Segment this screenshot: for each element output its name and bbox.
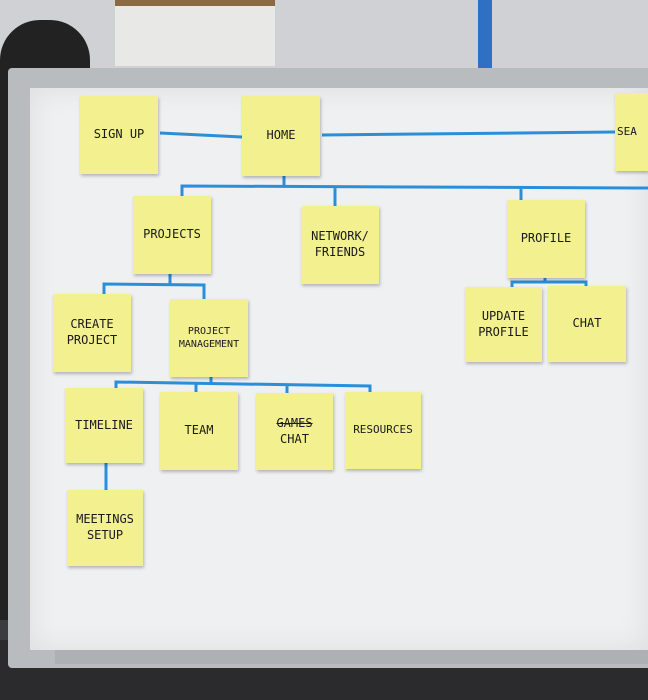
note-label: TEAM bbox=[184, 423, 214, 438]
note-sign-up: SIGN UP bbox=[80, 96, 158, 174]
note-label: MEETINGS SETUP bbox=[76, 512, 134, 542]
note-profile: PROFILE bbox=[507, 200, 585, 278]
note-label: CHAT bbox=[280, 431, 309, 446]
note-update-profile: UPDATE PROFILE bbox=[465, 287, 542, 362]
line-signup-home bbox=[159, 131, 243, 139]
line-home-branch bbox=[180, 176, 648, 206]
wall bbox=[0, 0, 648, 75]
marker-tray bbox=[55, 650, 648, 664]
note-timeline: TIMELINE bbox=[65, 388, 143, 463]
background-board bbox=[115, 0, 275, 66]
note-network-friends: NETWORK/ FRIENDS bbox=[301, 206, 379, 284]
line-pm-branch bbox=[114, 375, 372, 393]
blue-tape bbox=[478, 0, 492, 68]
note-meetings-setup: MEETINGS SETUP bbox=[67, 490, 143, 566]
note-search: SEA bbox=[615, 93, 648, 171]
note-label: HOME bbox=[266, 128, 296, 143]
note-label: PROJECTS bbox=[143, 227, 201, 242]
line-home-search bbox=[321, 130, 616, 137]
note-label: SEA bbox=[617, 124, 637, 138]
note-profile-chat: CHAT bbox=[548, 286, 626, 362]
note-label: PROFILE bbox=[520, 231, 572, 246]
note-create-project: CREATE PROJECT bbox=[53, 294, 131, 372]
crossed-out-label: GAMES bbox=[276, 415, 313, 430]
note-label: RESOURCES bbox=[353, 423, 413, 437]
note-project-management: PROJECT MANAGEMENT bbox=[170, 299, 248, 377]
note-resources: RESOURCES bbox=[345, 392, 421, 469]
note-label: CHAT bbox=[572, 316, 602, 331]
line-profile-branch bbox=[510, 278, 588, 287]
note-label: UPDATE PROFILE bbox=[478, 308, 529, 339]
note-team: TEAM bbox=[160, 392, 238, 470]
note-projects: PROJECTS bbox=[133, 196, 211, 274]
note-label: CREATE PROJECT bbox=[66, 317, 118, 347]
note-label: TIMELINE bbox=[75, 417, 133, 432]
note-label: PROJECT MANAGEMENT bbox=[178, 326, 240, 350]
note-label: NETWORK/ FRIENDS bbox=[311, 229, 369, 259]
note-label: SIGN UP bbox=[93, 127, 145, 142]
note-home: HOME bbox=[242, 96, 320, 176]
line-projects-branch bbox=[102, 274, 206, 299]
